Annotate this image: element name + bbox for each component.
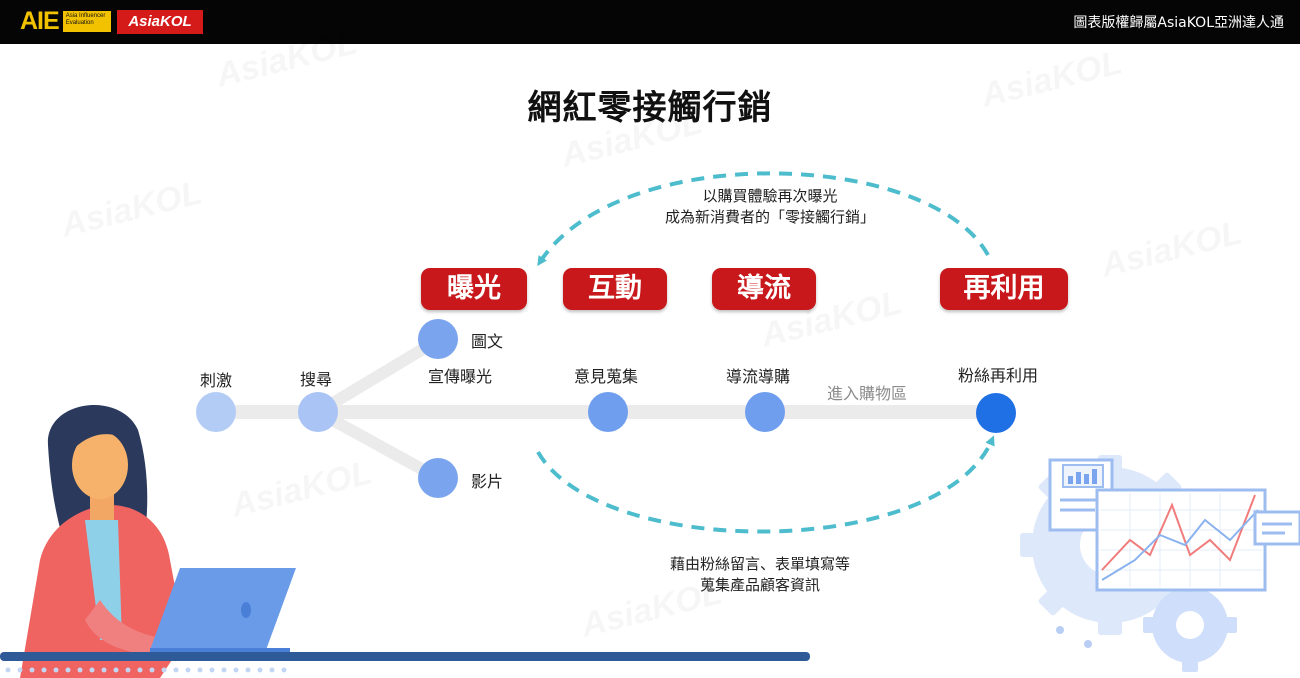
page-title: 網紅零接觸行銷 — [527, 88, 773, 128]
bottom-loop-note-line2: 蒐集產品顧客資訊 — [699, 576, 820, 594]
label-text-image: 圖文 — [471, 332, 504, 351]
top-loop-arrow — [537, 171, 990, 267]
node-traffic-purchase — [745, 392, 785, 432]
aie-logo: AIE Asia Influencer Evaluation — [20, 8, 111, 34]
bottom-loop-note-line1: 藉由粉絲留言、表單填寫等 — [669, 555, 850, 573]
top-loop-note-line1: 以購買體驗再次曝光 — [702, 187, 838, 205]
gears-chart-illustration — [1020, 455, 1300, 672]
label-stimulus: 刺激 — [200, 371, 233, 390]
label-promo-exposure: 宣傳曝光 — [428, 367, 493, 386]
aie-logo-text: AIE — [20, 7, 60, 35]
aie-logo-subtext: Asia Influencer Evaluation — [62, 10, 111, 32]
node-fan-reuse — [976, 393, 1016, 433]
node-video — [418, 458, 458, 498]
header-bar: AIE Asia Influencer Evaluation AsiaKOL 圖… — [0, 0, 1300, 44]
stage-traffic: 導流 — [712, 268, 816, 310]
node-stimulus — [196, 392, 236, 432]
copyright-text: 圖表版權歸屬AsiaKOL亞洲達人通 — [1073, 15, 1284, 31]
bottom-loop-note: 藉由粉絲留言、表單填寫等 蒐集產品顧客資訊 — [640, 554, 880, 596]
node-opinion-collect — [588, 392, 628, 432]
stage-interaction: 互動 — [563, 268, 667, 310]
stage-reuse: 再利用 — [940, 268, 1068, 310]
node-text-image — [418, 319, 458, 359]
label-fan-reuse: 粉絲再利用 — [958, 366, 1039, 385]
top-loop-note: 以購買體驗再次曝光 成為新消費者的「零接觸行銷」 — [640, 186, 900, 228]
woman-laptop-illustration — [20, 404, 296, 678]
top-loop-note-line2: 成為新消費者的「零接觸行銷」 — [664, 208, 875, 226]
desk-dots — [5, 667, 287, 673]
label-opinion-collect: 意見蒐集 — [574, 367, 639, 386]
label-enter-shop: 進入購物區 — [827, 384, 908, 403]
label-search: 搜尋 — [300, 370, 333, 389]
desk-bar — [0, 652, 810, 661]
stage-exposure: 曝光 — [421, 268, 527, 310]
node-search — [298, 392, 338, 432]
label-traffic-purchase: 導流導購 — [726, 367, 791, 386]
asiakol-logo: AsiaKOL — [117, 10, 203, 34]
bottom-loop-arrow — [536, 435, 995, 534]
label-video: 影片 — [471, 472, 504, 491]
